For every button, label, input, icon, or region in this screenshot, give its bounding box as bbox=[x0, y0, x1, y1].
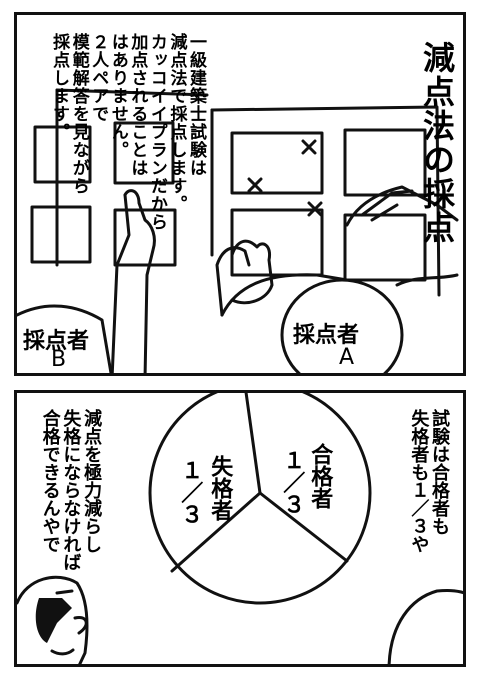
pie-slice-divider bbox=[244, 393, 262, 495]
drawing-sheet bbox=[343, 128, 427, 197]
panel-grading-scene: 一級建築士試験は 減点法で採点します。 カッコイイプランだから 加点されることは… bbox=[14, 12, 466, 376]
drawing-sheet bbox=[343, 213, 427, 282]
drawing-sheet bbox=[113, 208, 177, 267]
pie-chart bbox=[17, 393, 463, 664]
drawing-sheet bbox=[230, 208, 324, 277]
pie-value-pass: １／３ bbox=[279, 449, 305, 515]
grader-a-letter: A bbox=[339, 345, 355, 370]
pie-label-pass: 合格者 bbox=[307, 443, 333, 509]
grader-b-letter: B bbox=[51, 347, 67, 372]
drawing-sheet bbox=[33, 125, 92, 184]
grader-b-label: 採点者 bbox=[23, 329, 90, 354]
pie-outline bbox=[148, 393, 372, 605]
pie-value-fail: １／３ bbox=[177, 459, 203, 525]
panel-title: 減点法の採点 bbox=[418, 41, 456, 245]
person-right bbox=[387, 589, 463, 664]
speech-bubble-right: 試験は合格者も 失格者も１／３や bbox=[408, 409, 450, 553]
pie-label-fail: 失格者 bbox=[207, 455, 233, 521]
grader-a-label: 採点者 bbox=[293, 323, 360, 348]
drawing-sheet bbox=[30, 205, 92, 264]
drawing-sheet bbox=[113, 121, 175, 185]
pie-slice-divider bbox=[258, 491, 349, 563]
speech-bubble-left: 減点を極力減らし 失格にならなければ 合格できるんやで bbox=[39, 409, 103, 571]
drawing-sheet bbox=[230, 131, 324, 195]
narration-text: 一級建築士試験は 減点法で採点します。 カッコイイプランだから 加点されることは… bbox=[49, 33, 206, 231]
pie-slice-divider bbox=[170, 491, 262, 573]
person-left bbox=[17, 575, 89, 664]
grading-scene-drawing bbox=[17, 88, 459, 373]
panel-pie-explanation: 試験は合格者も 失格者も１／３や 減点を極力減らし 失格にならなければ 合格でき… bbox=[14, 390, 466, 667]
